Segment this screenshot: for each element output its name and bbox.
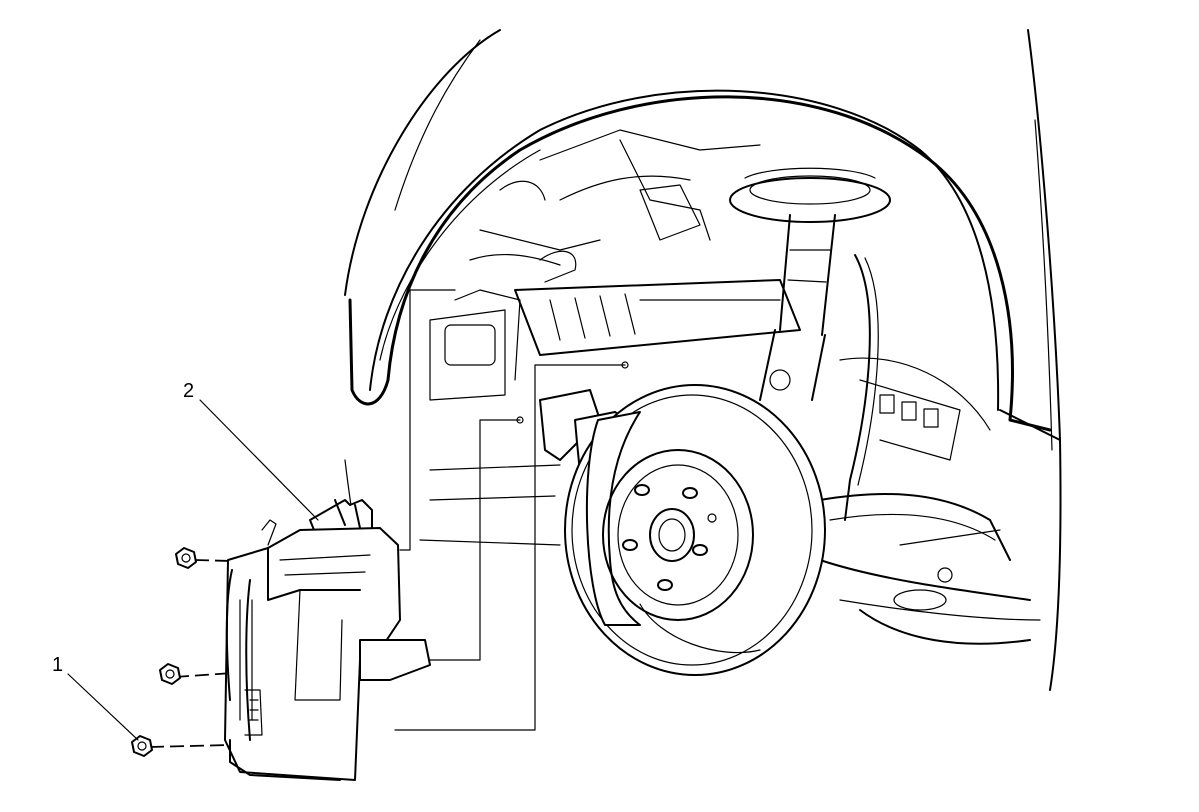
brake-rotor (564, 384, 826, 676)
washer-fluid-reservoir (224, 499, 431, 781)
callout-label-1: 1 (52, 654, 64, 676)
callout-leaders (67, 399, 319, 741)
nut-lower (131, 735, 153, 757)
wheel-well-structure (454, 129, 761, 381)
install-guide-lines (149, 289, 629, 748)
fender-body (344, 29, 1062, 691)
leader-line-1 (67, 673, 139, 741)
frame-rail (429, 279, 991, 461)
reservoir-nuts (131, 547, 197, 757)
lower-control-arm (419, 464, 1041, 645)
callout-label-2: 2 (183, 380, 195, 402)
nut-middle (159, 663, 181, 685)
leader-line-2 (199, 399, 319, 521)
nut-upper (175, 547, 197, 569)
